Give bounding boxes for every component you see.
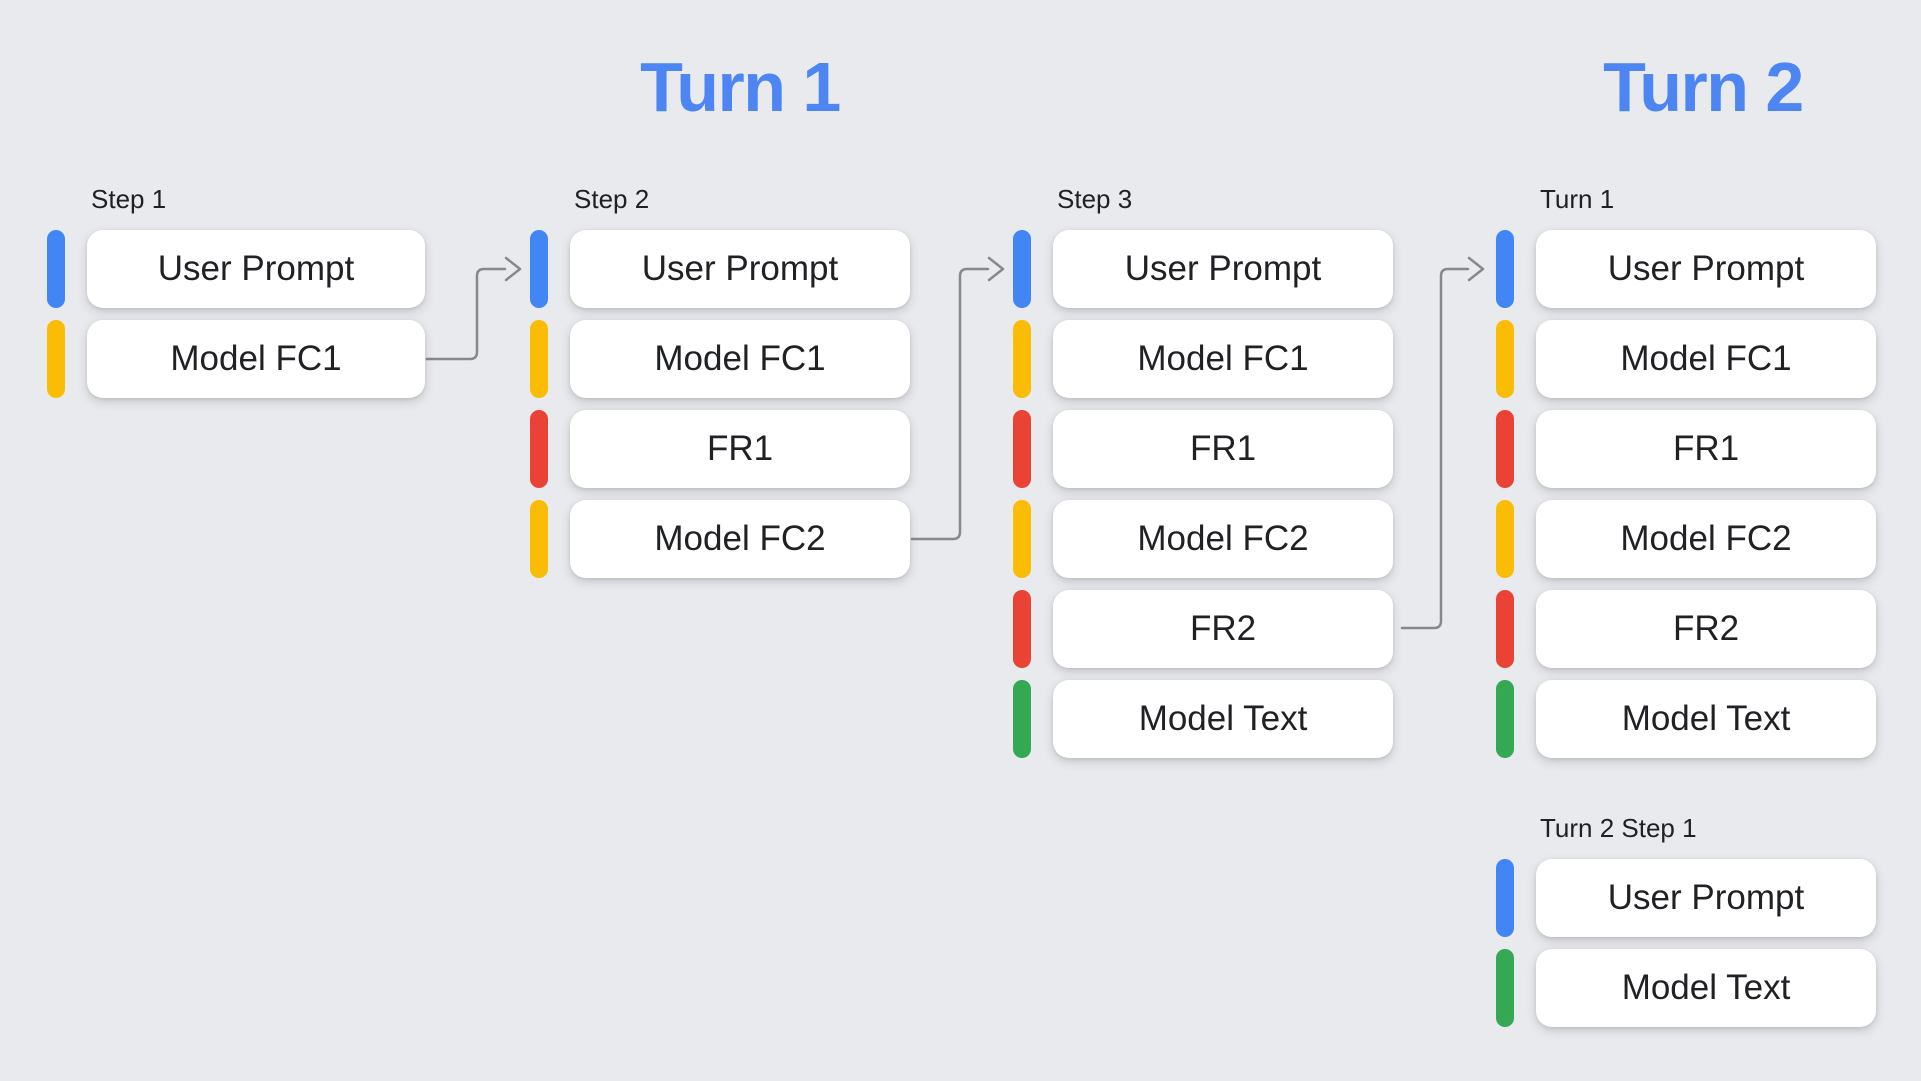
group-turn-2-step-1: Turn 2 Step 1 User Prompt Model Text (1496, 813, 1876, 1027)
row-fr2: FR2 (1013, 590, 1393, 668)
row-fr2: FR2 (1496, 590, 1876, 668)
user-prompt-box: User Prompt (1536, 859, 1876, 937)
group-label-turn-2-step-1: Turn 2 Step 1 (1540, 813, 1697, 843)
model-fc1-color-bar (530, 320, 548, 398)
fr1-box: FR1 (1536, 410, 1876, 488)
model-text-color-bar (1013, 680, 1031, 758)
arrowhead-icon (1467, 256, 1485, 282)
model-text-box: Model Text (1053, 680, 1393, 758)
user-prompt-box: User Prompt (1053, 230, 1393, 308)
row-model-fc1: Model FC1 (1496, 320, 1876, 398)
group-step-1: Step 1 User Prompt Model FC1 (47, 184, 425, 398)
group-label-step-3: Step 3 (1057, 184, 1133, 214)
row-fr1: FR1 (530, 410, 910, 488)
arrow-step2-to-step3 (910, 256, 1005, 541)
model-fc2-color-bar (1496, 500, 1514, 578)
row-model-text: Model Text (1496, 680, 1876, 758)
group-label-turn-1: Turn 1 (1540, 184, 1615, 214)
step-3-rows: User Prompt Model FC1 FR1 Model FC2 FR2 … (1013, 230, 1393, 758)
model-text-box: Model Text (1536, 680, 1876, 758)
group-turn-1-history: Turn 1 User Prompt Model FC1 FR1 Model F… (1496, 184, 1876, 758)
user-prompt-box: User Prompt (1536, 230, 1876, 308)
group-label-step-2: Step 2 (574, 184, 650, 214)
fr2-color-bar (1013, 590, 1031, 668)
model-text-color-bar (1496, 680, 1514, 758)
row-model-fc1: Model FC1 (1013, 320, 1393, 398)
user-prompt-box: User Prompt (87, 230, 425, 308)
model-fc2-box: Model FC2 (1536, 500, 1876, 578)
model-fc1-color-bar (1013, 320, 1031, 398)
step-1-rows: User Prompt Model FC1 (47, 230, 425, 398)
model-fc1-box: Model FC1 (1053, 320, 1393, 398)
row-model-fc2: Model FC2 (1013, 500, 1393, 578)
turn-1-rows: User Prompt Model FC1 FR1 Model FC2 FR2 … (1496, 230, 1876, 758)
turn-2-title: Turn 2 (1603, 48, 1804, 126)
turn-2-step-1-rows: User Prompt Model Text (1496, 859, 1876, 1027)
fr2-box: FR2 (1053, 590, 1393, 668)
fr2-box: FR2 (1536, 590, 1876, 668)
model-fc2-box: Model FC2 (1053, 500, 1393, 578)
model-fc1-color-bar (1496, 320, 1514, 398)
user-prompt-color-bar (1496, 859, 1514, 937)
row-user-prompt: User Prompt (1496, 230, 1876, 308)
fr1-color-bar (1496, 410, 1514, 488)
user-prompt-box: User Prompt (570, 230, 910, 308)
group-step-3: Step 3 User Prompt Model FC1 FR1 Model F… (1013, 184, 1393, 758)
turn-1-title: Turn 1 (640, 48, 841, 126)
row-user-prompt: User Prompt (47, 230, 425, 308)
group-label-step-1: Step 1 (91, 184, 167, 214)
row-fr1: FR1 (1013, 410, 1393, 488)
row-user-prompt: User Prompt (1496, 859, 1876, 937)
row-user-prompt: User Prompt (530, 230, 910, 308)
group-step-2: Step 2 User Prompt Model FC1 FR1 Model F… (530, 184, 910, 578)
model-fc2-color-bar (1013, 500, 1031, 578)
user-prompt-color-bar (530, 230, 548, 308)
arrow-step3-to-turn1 (1400, 256, 1485, 630)
row-model-text: Model Text (1013, 680, 1393, 758)
model-fc1-color-bar (47, 320, 65, 398)
fr1-box: FR1 (1053, 410, 1393, 488)
model-fc1-box: Model FC1 (1536, 320, 1876, 398)
model-text-color-bar (1496, 949, 1514, 1027)
user-prompt-color-bar (47, 230, 65, 308)
model-fc2-box: Model FC2 (570, 500, 910, 578)
user-prompt-color-bar (1496, 230, 1514, 308)
fr1-color-bar (530, 410, 548, 488)
row-model-text: Model Text (1496, 949, 1876, 1027)
arrow-step1-to-step2 (425, 256, 522, 361)
row-model-fc2: Model FC2 (1496, 500, 1876, 578)
row-user-prompt: User Prompt (1013, 230, 1393, 308)
row-model-fc1: Model FC1 (530, 320, 910, 398)
row-model-fc2: Model FC2 (530, 500, 910, 578)
model-fc1-box: Model FC1 (87, 320, 425, 398)
arrowhead-icon (504, 256, 522, 282)
fr2-color-bar (1496, 590, 1514, 668)
fr1-color-bar (1013, 410, 1031, 488)
user-prompt-color-bar (1013, 230, 1031, 308)
step-2-rows: User Prompt Model FC1 FR1 Model FC2 (530, 230, 910, 578)
arrowhead-icon (987, 256, 1005, 282)
row-model-fc1: Model FC1 (47, 320, 425, 398)
fr1-box: FR1 (570, 410, 910, 488)
row-fr1: FR1 (1496, 410, 1876, 488)
model-fc2-color-bar (530, 500, 548, 578)
model-text-box: Model Text (1536, 949, 1876, 1027)
model-fc1-box: Model FC1 (570, 320, 910, 398)
